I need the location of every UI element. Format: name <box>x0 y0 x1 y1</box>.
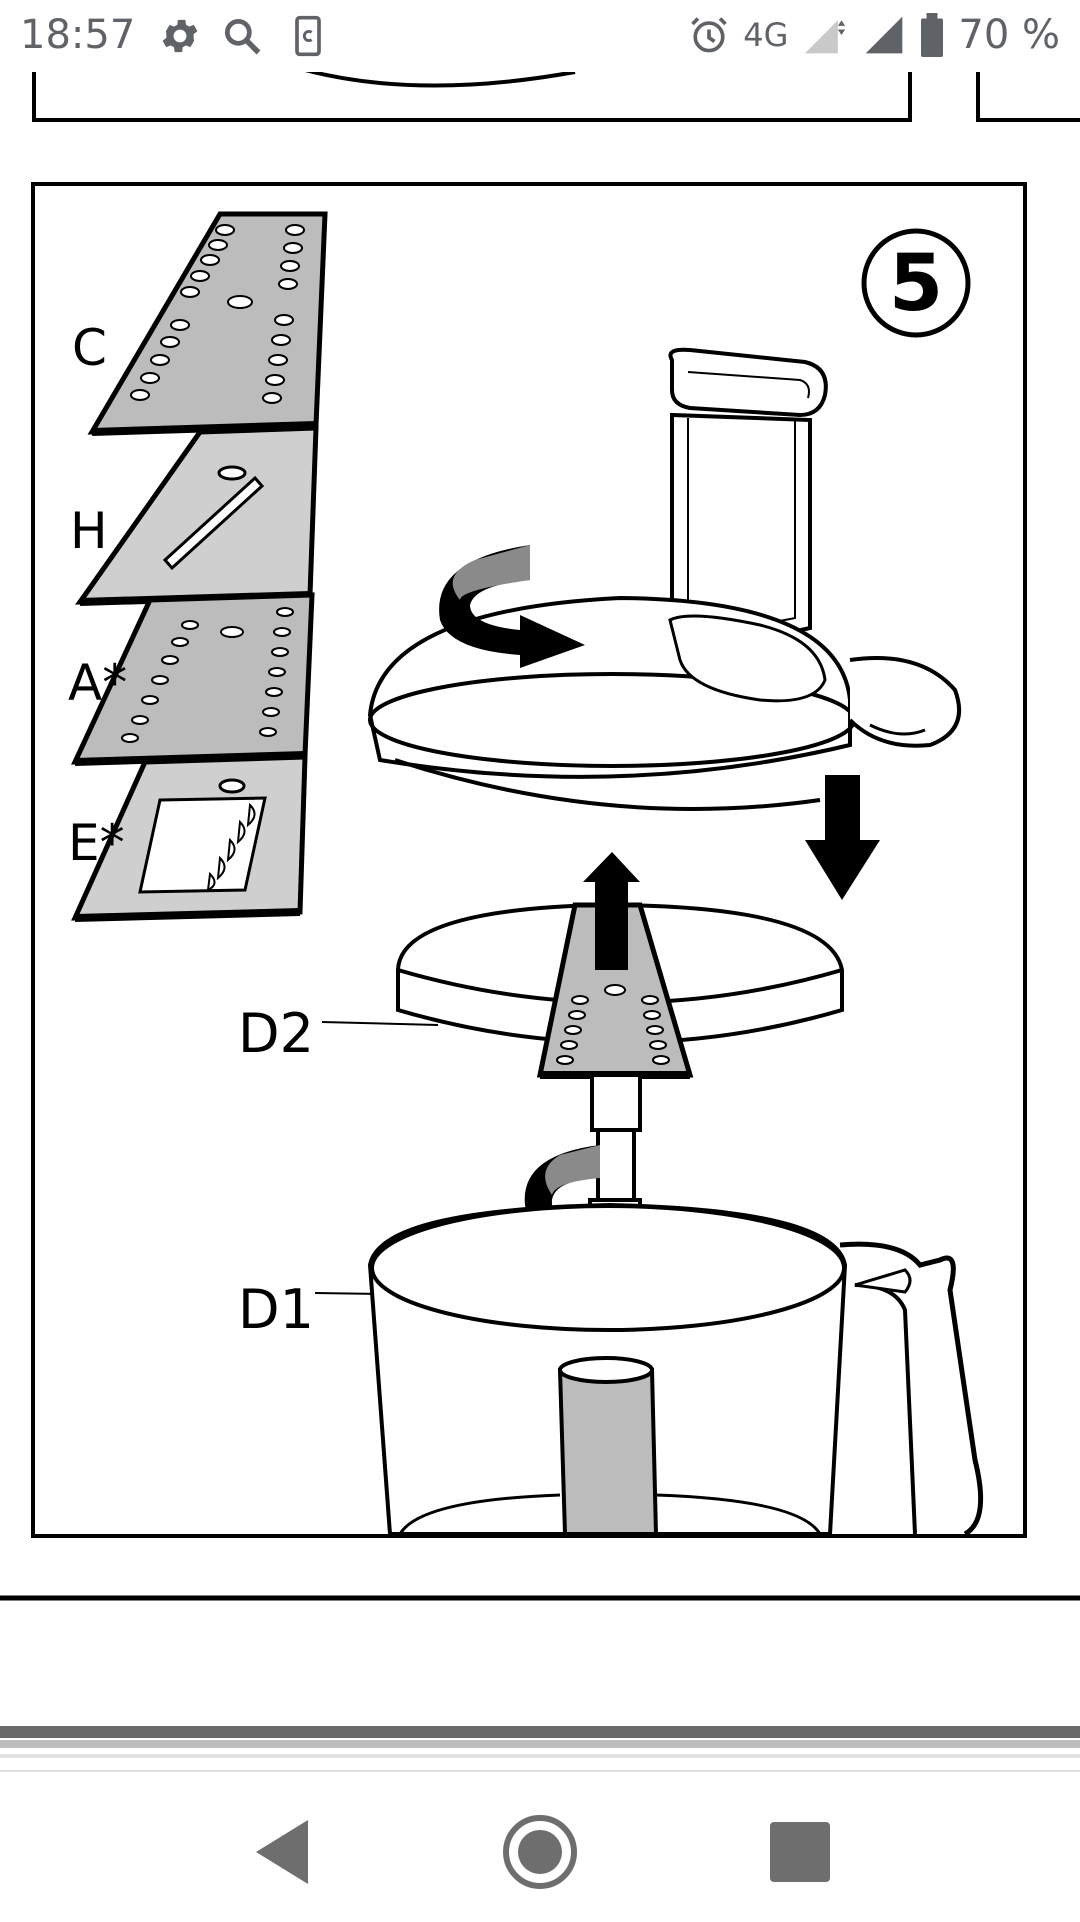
signal-icon <box>800 13 850 57</box>
back-icon[interactable] <box>240 1812 320 1892</box>
label-h: H <box>70 502 108 560</box>
gear-icon <box>158 14 202 58</box>
battery-icon <box>918 13 946 57</box>
step-number: 5 <box>889 239 943 329</box>
signal-strength-icon <box>862 13 906 57</box>
label-e: E* <box>68 814 125 872</box>
recents-icon[interactable] <box>760 1812 840 1892</box>
status-right-group: 4G 70 % <box>687 12 1060 58</box>
network-type: 4G <box>743 16 788 54</box>
bowl <box>370 1205 981 1534</box>
page-separator-shadow <box>0 1740 1080 1748</box>
leader-d2 <box>322 1022 438 1025</box>
status-time: 18:57 <box>20 12 135 58</box>
status-bar: 18:57 4G 70 % <box>0 0 1080 72</box>
label-d2: D2 <box>238 1002 314 1065</box>
arrow-down <box>805 775 880 900</box>
disc-h <box>80 428 316 602</box>
feed-tube <box>670 350 825 637</box>
page-separator <box>0 1726 1080 1738</box>
search-icon <box>220 14 264 58</box>
manual-page: 5 C H <box>0 0 1080 1740</box>
disc-c <box>92 214 325 432</box>
screenshot-icon <box>286 14 330 58</box>
label-c: C <box>72 319 107 377</box>
navigation-bar <box>0 1770 1080 1922</box>
alarm-icon <box>687 13 731 57</box>
home-icon[interactable] <box>500 1812 580 1892</box>
label-a: A* <box>68 654 127 712</box>
battery-level: 70 % <box>958 12 1060 58</box>
label-d1: D1 <box>238 1278 314 1341</box>
page-separator-light <box>0 1754 1080 1758</box>
previous-figure-frame <box>34 70 1080 120</box>
step-number-badge: 5 <box>864 231 968 335</box>
